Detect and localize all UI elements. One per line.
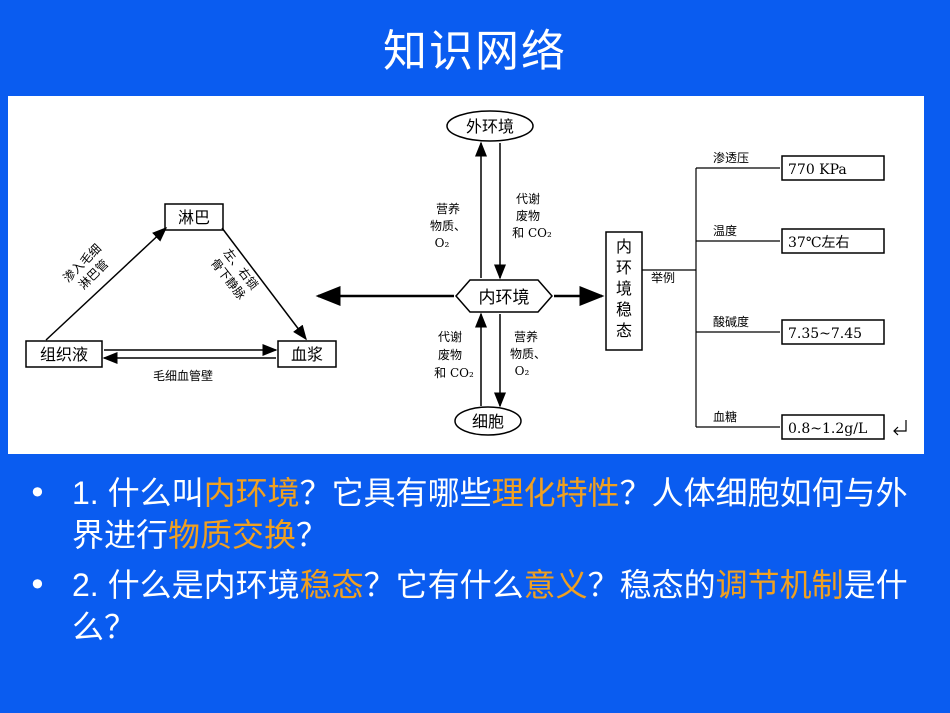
lymph-label: 淋巴 (178, 208, 210, 227)
q2-text-2: ？它有什么 (363, 566, 524, 604)
cell-ellipse (454, 406, 522, 436)
q1-highlight-internal-env: 内环境 (203, 474, 300, 512)
waste-down-line3: 和 CO₂ (434, 366, 474, 380)
lymph-to-plasma-arrow (221, 227, 307, 341)
ph-value: 7.35~7.45 (788, 326, 862, 342)
q1-highlight-exchange: 物质交换 (168, 516, 297, 554)
capillary-wall-label: 毛细血管壁 (153, 368, 213, 383)
homeostasis-box (605, 231, 643, 351)
homeostasis-char-5: 态 (616, 321, 632, 340)
examples-label: 举例 (651, 271, 675, 285)
q2-highlight-mechanism: 调节机制 (715, 566, 844, 604)
cell-label: 细胞 (472, 412, 504, 431)
nutrients-up-line2: 物质、 (430, 219, 466, 233)
nutrients-down-line2: 物质、 (510, 347, 546, 361)
plasma-box (277, 340, 337, 368)
q1-number: 1. (72, 475, 108, 511)
external-env-ellipse (446, 110, 534, 142)
return-mark-icon (893, 420, 907, 436)
osmotic-label: 渗透压 (713, 150, 749, 165)
bullet-dot: • (28, 474, 47, 512)
knowledge-network-diagram: 淋巴 组织液 血浆 渗入毛细 淋巴管 左、右锁 骨下静脉 毛细血管壁 外环境 内… (8, 96, 924, 454)
q1-text-4: ？ (296, 516, 329, 554)
q1-highlight-properties: 理化特性 (491, 474, 620, 512)
q2-highlight-homeostasis: 稳态 (299, 566, 364, 604)
internal-env-label: 内环境 (479, 288, 530, 308)
osmotic-value-box (781, 155, 885, 181)
external-env-label: 外环境 (466, 117, 514, 136)
question-1: • 1. 什么叫内环境？它具有哪些理化特性？人体细胞如何与外界进行物质交换？ (28, 472, 928, 556)
temp-label: 温度 (713, 223, 737, 238)
homeostasis-char-1: 内 (616, 237, 632, 256)
waste-up-line1: 代谢 (516, 191, 540, 206)
sugar-label: 血糖 (713, 409, 737, 424)
q1-text-2: ？它具有哪些 (299, 474, 492, 512)
tissue-fluid-label: 组织液 (40, 345, 88, 364)
question-2: • 2. 什么是内环境稳态？它有什么意义？稳态的调节机制是什么？ (28, 564, 928, 648)
temp-value-box (781, 228, 885, 254)
bullet-dot: • (28, 566, 47, 604)
q2-text-1: 什么是内环境 (107, 566, 300, 604)
lymph-box (164, 203, 224, 231)
sugar-value: 0.8~1.2g/L (788, 421, 867, 437)
homeostasis-char-4: 稳 (616, 300, 632, 319)
q2-text-4: 是什么？ (72, 566, 908, 646)
tissue-fluid-box (25, 340, 103, 368)
nutrients-up-line3: O₂ (435, 236, 450, 250)
q2-text-3: ？稳态的 (587, 566, 716, 604)
nutrients-down-line1: 营养 (514, 329, 538, 344)
ph-value-box (781, 319, 885, 345)
nutrients-down-line3: O₂ (515, 364, 530, 378)
internal-env-hexagon (455, 279, 553, 313)
waste-up-line2: 废物 (516, 208, 540, 223)
tissue-to-lymph-arrow (45, 226, 168, 341)
q2-number: 2. (72, 567, 108, 603)
waste-down-line2: 废物 (438, 347, 462, 362)
question-list: • 1. 什么叫内环境？它具有哪些理化特性？人体细胞如何与外界进行物质交换？ •… (28, 472, 928, 656)
waste-down-line1: 代谢 (438, 329, 462, 344)
plasma-label: 血浆 (291, 345, 323, 364)
ph-label: 酸碱度 (713, 314, 749, 329)
slide-title: 知识网络 (383, 26, 567, 77)
osmotic-value: 770 KPa (788, 162, 847, 178)
q1-text-3: ？人体细胞如何与外界进行 (72, 474, 908, 554)
homeostasis-char-3: 境 (616, 279, 632, 298)
temp-value: 37℃左右 (788, 235, 849, 251)
q2-highlight-significance: 意义 (523, 566, 588, 604)
sugar-value-box (781, 414, 885, 440)
q1-text-1: 什么叫 (107, 474, 204, 512)
nutrients-up-line1: 营养 (436, 201, 460, 216)
homeostasis-char-2: 环 (616, 258, 632, 277)
waste-up-line3: 和 CO₂ (512, 226, 552, 240)
